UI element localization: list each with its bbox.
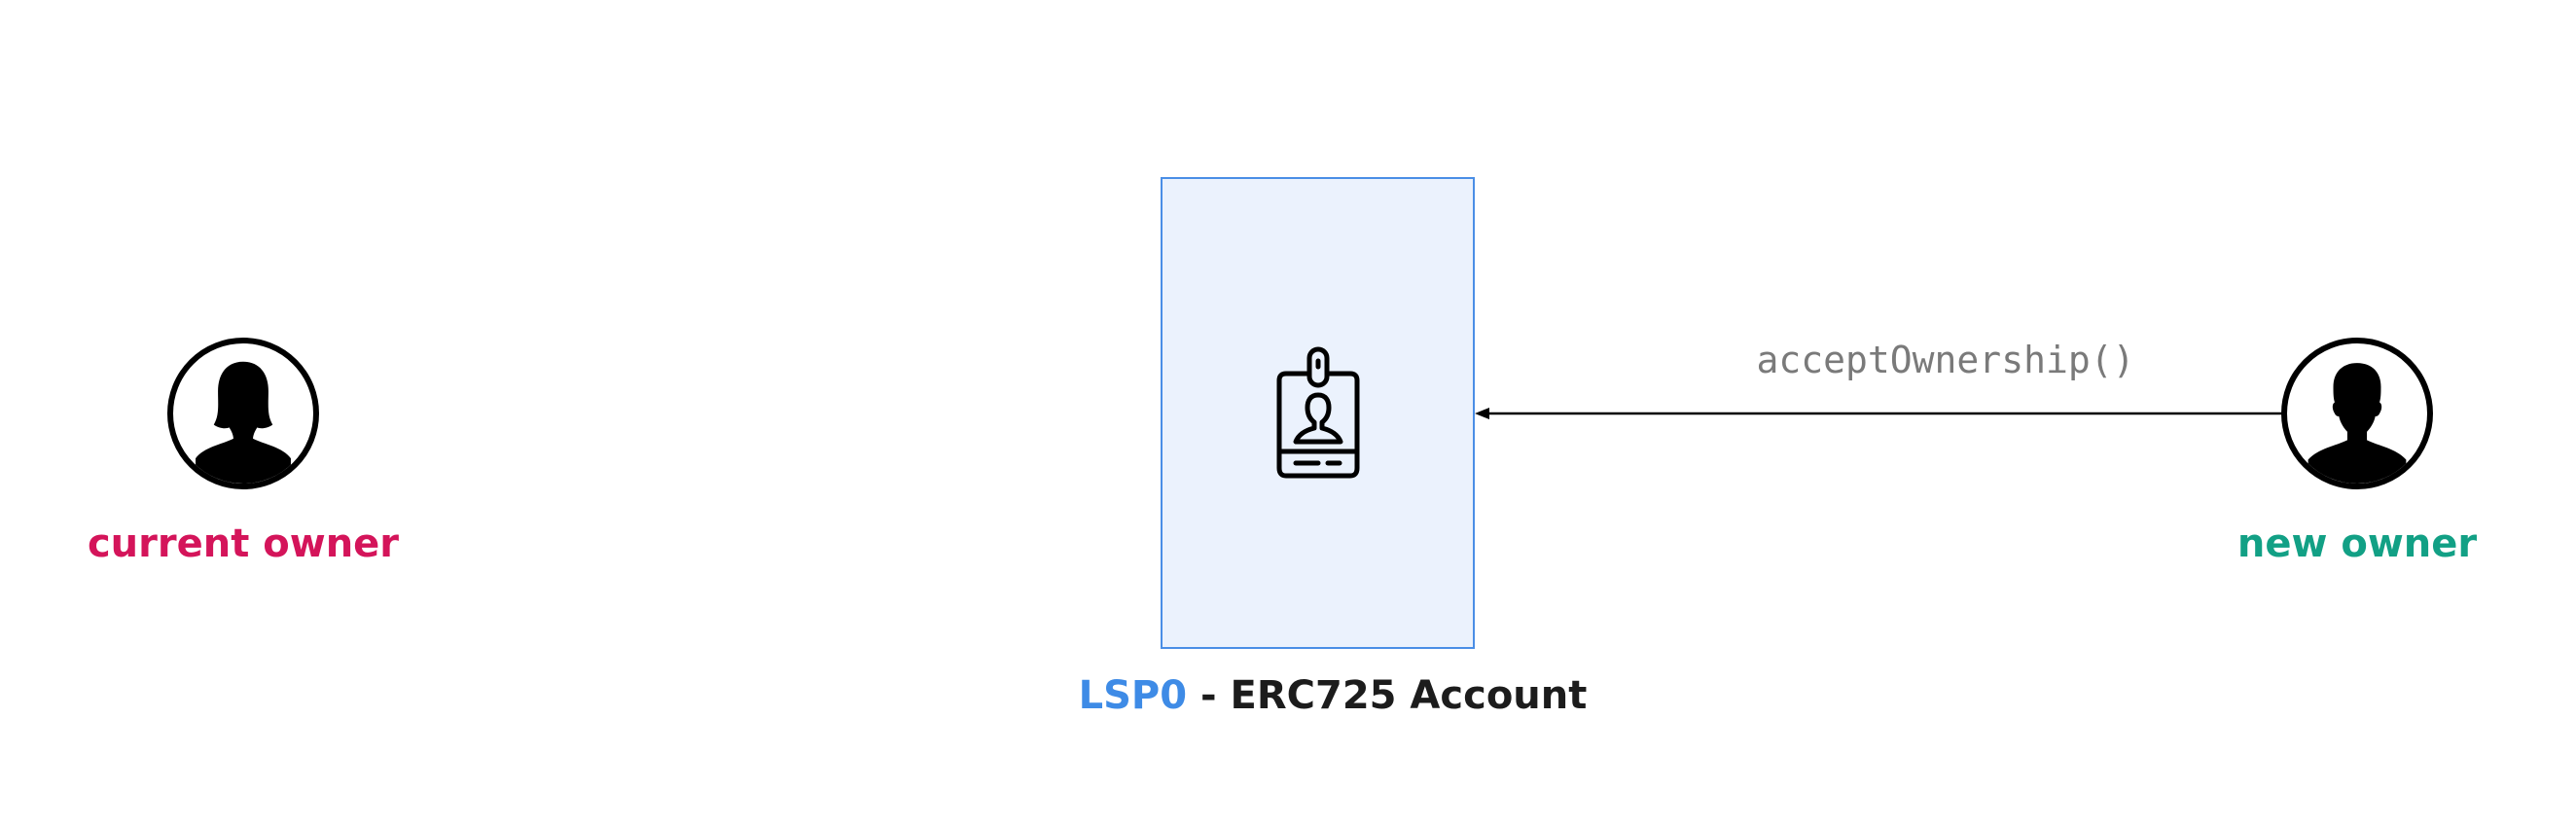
account-box [1161, 177, 1475, 649]
female-user-icon [196, 361, 291, 484]
current-owner-avatar [167, 338, 319, 489]
new-owner-avatar [2281, 338, 2433, 489]
method-call-label: acceptOwnership() [1756, 339, 2135, 381]
current-owner-label: current owner [87, 521, 400, 566]
account-name-label: - ERC725 Account [1187, 673, 1588, 718]
new-owner-label: new owner [2236, 521, 2478, 566]
call-arrow [1475, 408, 2282, 419]
account-standard-label: LSP0 [1078, 673, 1188, 718]
male-user-icon [2308, 363, 2407, 484]
id-card-icon [1276, 346, 1360, 479]
account-title: LSP0 - ERC725 Account [1079, 673, 1588, 718]
